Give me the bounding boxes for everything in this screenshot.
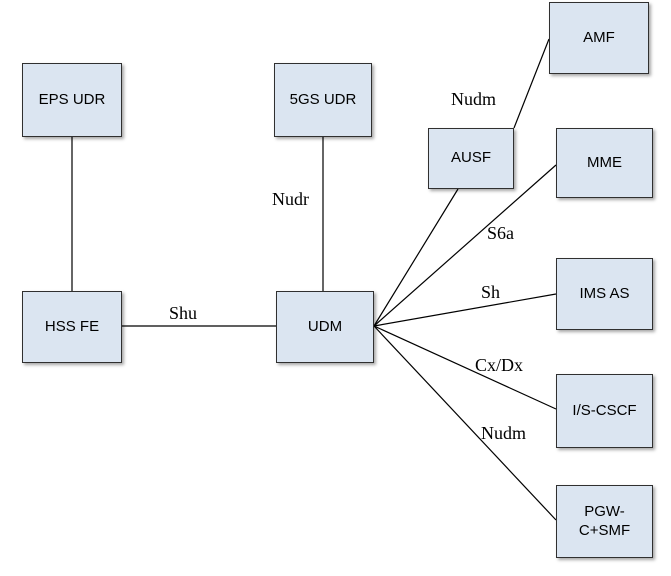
label-shu: Shu [169,303,198,323]
label-s6a: S6a [487,223,514,243]
link-udm-ims-as [373,293,557,327]
link-udm-iscscf [373,325,557,410]
node-eps-udr: EPS UDR [22,63,122,137]
label-nudr: Nudr [272,189,309,209]
node-pgw-smf: PGW- C+SMF [556,485,653,558]
link-udm-pgw-smf [373,325,557,521]
node-amf: AMF [549,2,649,74]
node-udm: UDM [276,291,374,363]
label-sh: Sh [481,282,501,302]
label-cxdx: Cx/Dx [475,355,524,375]
link-udm-ausf [373,188,459,327]
node-hss-fe: HSS FE [22,291,122,363]
node-ausf: AUSF [428,128,514,189]
link-ausf-amf [513,38,550,129]
node-iscscf: I/S-CSCF [556,374,653,448]
label-nudm-pgw: Nudm [481,423,526,443]
node-5gs-udr: 5GS UDR [274,63,372,137]
node-mme: MME [556,128,653,198]
node-ims-as: IMS AS [556,258,653,330]
link-udm-mme [373,164,557,327]
label-nudm-amf: Nudm [451,89,496,109]
